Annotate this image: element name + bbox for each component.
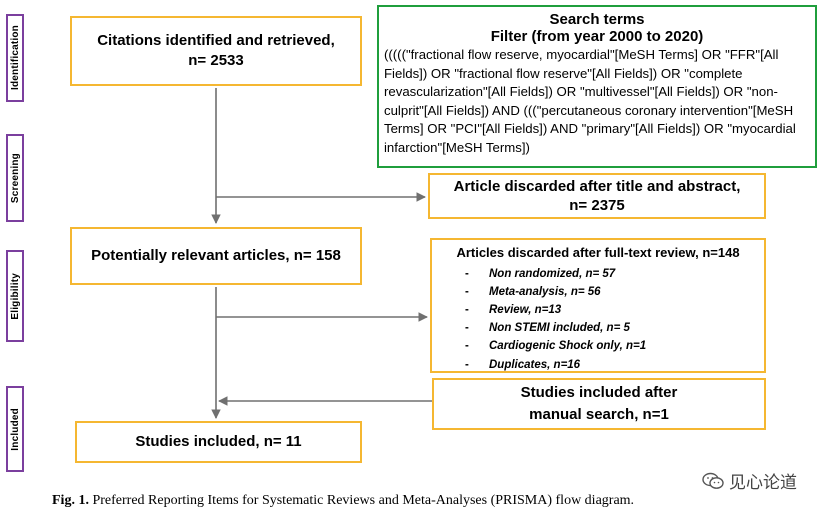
exclusion-dash: -	[465, 322, 469, 335]
discarded-fulltext-title: Articles discarded after full-text revie…	[456, 245, 740, 260]
figure-caption-label: Fig. 1.	[52, 493, 89, 508]
exclusion-dash: -	[465, 303, 469, 316]
exclusion-item: - Meta-analysis, n= 56	[465, 283, 764, 301]
discarded-title-line1: Article discarded after title and abstra…	[453, 177, 741, 195]
wechat-icon	[702, 472, 724, 490]
search-filter-subtitle: Filter (from year 2000 to 2020)	[490, 28, 704, 45]
exclusion-dash: -	[465, 340, 469, 353]
search-query: ((((("fractional flow reserve, myocardia…	[384, 47, 796, 155]
discarded-title-box: Article discarded after title and abstra…	[428, 173, 766, 219]
exclusion-item-text: Cardiogenic Shock only, n=1	[489, 340, 647, 353]
exclusion-item-text: Duplicates, n=16	[489, 358, 581, 371]
discarded-fulltext-box: Articles discarded after full-text revie…	[430, 238, 766, 373]
watermark-text: 见心论道	[729, 473, 797, 493]
citations-box: Citations identified and retrieved, n= 2…	[70, 16, 362, 86]
search-terms-box: Search terms Filter (from year 2000 to 2…	[377, 5, 817, 168]
exclusion-dash: -	[465, 285, 469, 298]
exclusion-item-text: Non STEMI included, n= 5	[489, 322, 630, 335]
stage-included-label: Included	[9, 407, 21, 451]
exclusion-item: - Cardiogenic Shock only, n=1	[465, 337, 764, 355]
figure-caption: Fig. 1. Preferred Reporting Items for Sy…	[52, 493, 634, 509]
citations-line1: Citations identified and retrieved,	[97, 31, 335, 49]
discarded-title-count: n= 2375	[569, 197, 625, 214]
exclusion-item-text: Meta-analysis, n= 56	[489, 285, 601, 298]
exclusion-item: - Review, n=13	[465, 301, 764, 319]
manual-search-box: Studies included after manual search, n=…	[432, 378, 766, 430]
exclusion-item-text: Non randomized, n= 57	[489, 267, 616, 280]
manual-search-line1: Studies included after	[520, 384, 678, 402]
relevant-articles-text: Potentially relevant articles, n= 158	[91, 246, 341, 264]
studies-included-text: Studies included, n= 11	[135, 432, 302, 450]
stage-identification: Identification	[6, 14, 24, 102]
exclusion-item: - Non randomized, n= 57	[465, 265, 764, 283]
stage-included: Included	[6, 386, 24, 472]
stage-identification-label: Identification	[9, 25, 21, 91]
figure-caption-text: Preferred Reporting Items for Systematic…	[92, 493, 635, 508]
exclusion-item: - Non STEMI included, n= 5	[465, 319, 764, 337]
exclusion-dash: -	[465, 358, 469, 371]
exclusion-item: - Duplicates, n=16	[465, 356, 764, 374]
stage-screening: Screening	[6, 134, 24, 222]
citations-count: n= 2533	[188, 52, 244, 69]
watermark: 见心论道	[702, 468, 797, 493]
exclusion-item-text: Review, n=13	[489, 303, 562, 316]
search-terms-title: Search terms	[549, 11, 645, 28]
stage-eligibility-label: Eligibility	[9, 272, 21, 320]
relevant-articles-box: Potentially relevant articles, n= 158	[70, 227, 362, 285]
exclusion-dash: -	[465, 267, 469, 280]
manual-search-count: manual search, n=1	[529, 406, 669, 423]
exclusion-list: - Non randomized, n= 57 - Meta-analysis, n…	[432, 265, 764, 374]
stage-eligibility: Eligibility	[6, 250, 24, 342]
stage-screening-label: Screening	[9, 152, 21, 204]
studies-included-box: Studies included, n= 11	[75, 421, 362, 463]
